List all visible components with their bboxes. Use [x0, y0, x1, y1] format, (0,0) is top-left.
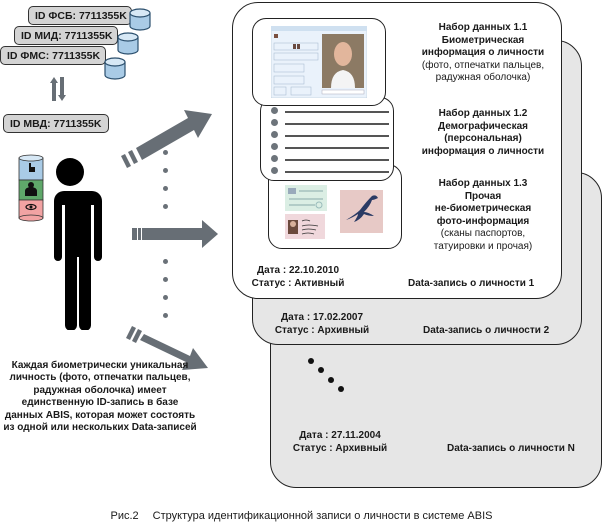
person-silhouette-icon [48, 158, 102, 330]
arrow-up-right-icon [121, 110, 212, 168]
description-text: Каждая биометрически уникальная личность… [3, 360, 197, 434]
ellipsis-dot [338, 386, 344, 392]
list-item [271, 154, 389, 164]
ellipsis-dot [318, 367, 324, 373]
ellipsis-dot [328, 377, 334, 383]
record-meta: Дата : 22.10.2010 Статус : Активный [243, 264, 353, 290]
dataset-title: Набор данных 1.2 [438, 108, 528, 119]
dataset-1-2-label: Набор данных 1.2 Демографическая (персон… [421, 108, 545, 157]
passport-scan-icon [285, 185, 327, 211]
ellipsis-dot [163, 277, 168, 282]
id-label: ID МИД: [21, 30, 62, 42]
id-value: 7711355K [52, 50, 101, 62]
figure-caption: Рис.2 Структура идентификационной записи … [0, 510, 603, 522]
sync-arrows-icon [50, 77, 66, 101]
id-value: 7711355K [78, 10, 127, 22]
record-status: Статус : Активный [251, 278, 345, 289]
ellipsis-dot [308, 358, 314, 364]
ellipsis-dot [163, 186, 168, 191]
list-item [271, 166, 389, 176]
list-item [271, 118, 389, 128]
record-name: Data-запись о личности 2 [423, 325, 550, 336]
ellipsis-dot [163, 313, 168, 318]
arrow-down-right-icon [126, 326, 208, 370]
record-date: Дата : 17.02.2007 [280, 312, 364, 323]
ellipsis-dot [163, 295, 168, 300]
id-label: ID ФМС: [7, 50, 50, 62]
dataset-title: Набор данных 1.1 [438, 22, 528, 33]
arrow-right-icon [132, 220, 218, 248]
biometric-software-screenshot [271, 26, 367, 98]
dataset-1-3-label: Набор данных 1.3 Прочая не-биометрическа… [433, 178, 533, 252]
tattoo-photo-icon [340, 190, 383, 233]
data-record-1: Набор данных 1.1 Биометрическая информац… [232, 2, 562, 299]
dataset-demographic-card [260, 97, 394, 181]
record-status: Статус : Архивный [292, 443, 388, 454]
database-icon [129, 8, 151, 31]
record-meta: Дата : 27.11.2004 Статус : Архивный [285, 429, 395, 455]
list-item [271, 142, 389, 152]
id-value: 7711355K [64, 30, 113, 42]
id-label: ID МВД: [10, 118, 51, 130]
record-status: Статус : Архивный [274, 325, 370, 336]
record-date: Дата : 22.10.2010 [256, 265, 340, 276]
record-name: Data-запись о личности 1 [408, 278, 535, 289]
list-item [271, 130, 389, 140]
id-record-fms: ID ФМС: 7711355K [0, 46, 106, 65]
figure-number: Рис.2 [110, 510, 139, 522]
ellipsis-dot [163, 204, 168, 209]
record-date: Дата : 27.11.2004 [299, 430, 381, 441]
id-record-mvd: ID МВД: 7711355K [3, 114, 109, 133]
id-card-scan-icon [285, 214, 325, 239]
ellipsis-dot [163, 259, 168, 264]
ellipsis-dot [163, 168, 168, 173]
figure-title: Структура идентификационной записи о лич… [152, 510, 493, 522]
list-item [271, 106, 389, 116]
id-record-mid: ID МИД: 7711355K [14, 26, 118, 45]
record-meta: Дата : 17.02.2007 Статус : Архивный [267, 311, 377, 337]
id-label: ID ФСБ: [35, 10, 77, 22]
id-value: 7711355K [53, 118, 102, 130]
database-icon [117, 32, 139, 55]
dataset-biometric-card [252, 18, 386, 106]
dataset-title: Набор данных 1.3 [438, 178, 528, 189]
biometric-modalities-icon [18, 154, 44, 222]
ellipsis-dot [163, 150, 168, 155]
id-record-fsb: ID ФСБ: 7711355K [28, 6, 132, 25]
arrows-group [121, 110, 218, 370]
record-name: Data-запись о личности N [447, 443, 575, 454]
database-icon [104, 57, 126, 80]
dataset-1-1-label: Набор данных 1.1 Биометрическая информац… [421, 22, 545, 83]
